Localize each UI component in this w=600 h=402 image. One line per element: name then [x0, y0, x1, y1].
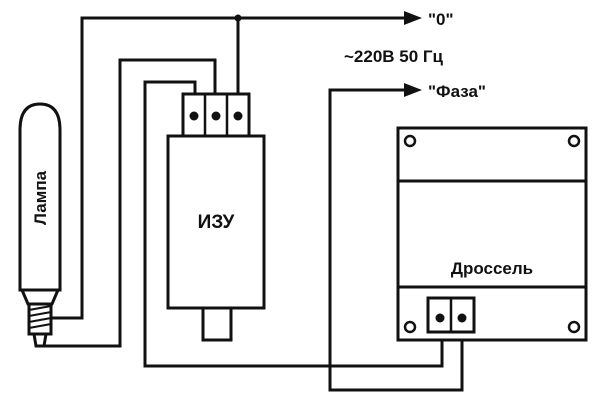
igniter-terminal-3-screw: [233, 111, 243, 121]
choke-mount-hole-tl: [403, 134, 417, 148]
igniter-terminal-1-screw: [189, 111, 199, 121]
lamp-label: Лампа: [31, 170, 50, 225]
lamp-bottom-contact: [32, 332, 48, 348]
choke-terminal-1-screw: [435, 313, 445, 323]
voltage-label: ~220В 50 Гц: [344, 47, 444, 66]
igniter-body: [166, 134, 266, 310]
supply-labels: "0" ~220В 50 Гц "Фаза": [344, 10, 486, 101]
lamp-thread: [28, 305, 52, 329]
wires: [44, 11, 464, 392]
choke-label: Дроссель: [451, 259, 533, 278]
igniter-label: ИЗУ: [198, 212, 235, 233]
choke-mount-hole-bl: [403, 320, 417, 334]
choke-body: [396, 126, 588, 342]
igniter-terminal-2-screw: [211, 111, 221, 121]
choke-mount-hole-tr: [567, 134, 581, 148]
igniter-stud: [201, 306, 233, 342]
neutral-junction: [234, 14, 242, 22]
choke-terminal-2-screw: [457, 313, 467, 323]
neutral-label: "0": [428, 10, 454, 29]
lamp-bulb: [18, 102, 62, 292]
choke-mount-hole-br: [567, 320, 581, 334]
igniter: ИЗУ: [166, 92, 266, 342]
phase-arrow: [404, 83, 422, 97]
phase-label: "Фаза": [428, 82, 486, 101]
phase-wire: [328, 88, 464, 392]
lamp-to-igniter-wire: [44, 58, 217, 348]
choke: Дроссель: [396, 126, 588, 342]
igniter-to-choke-wire: [143, 80, 444, 368]
lamp: Лампа: [18, 102, 66, 348]
lamp-neck: [19, 288, 61, 306]
neutral-wire: [66, 16, 405, 320]
neutral-arrow: [404, 11, 422, 25]
